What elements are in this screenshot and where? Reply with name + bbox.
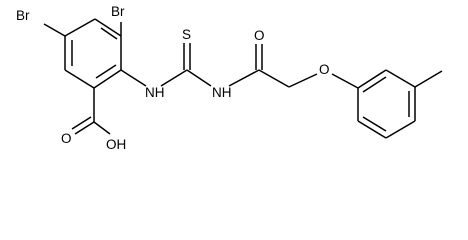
- hydroxyl-label: OH: [106, 137, 126, 152]
- bond: [385, 69, 416, 88]
- bond-c-nh: [120, 69, 147, 87]
- bond-c-o-double-b: [71, 116, 92, 130]
- amine-label-right: NH: [212, 85, 232, 100]
- sulfur-label: S: [182, 27, 191, 42]
- bond: [357, 69, 387, 89]
- bond-c-br-left: [43, 23, 66, 37]
- bond-nh-co: [228, 69, 260, 87]
- bond-cs-nh: [186, 69, 212, 87]
- bromine-label-right: Br: [111, 4, 125, 19]
- bond: [93, 69, 122, 89]
- bond: [64, 18, 96, 37]
- bond-methyl: [414, 70, 443, 88]
- structure-canvas: Br Br NH S NH O O OH O: [16, 4, 443, 152]
- bond-co-ch2: [258, 69, 290, 88]
- bond-ch2-o: [288, 73, 318, 88]
- ether-oxygen-label: O: [319, 62, 330, 77]
- acid-oxygen-label: O: [61, 131, 72, 146]
- amine-label-left: NH: [145, 85, 165, 100]
- bond: [94, 18, 122, 37]
- bond-nh-cs: [160, 69, 188, 87]
- bond-c-o-double-a: [74, 121, 95, 135]
- bond: [64, 69, 95, 89]
- tolyl-ring: [357, 69, 416, 139]
- bond: [95, 64, 117, 79]
- bromine-label-left: Br: [16, 8, 30, 23]
- bond-c-oh: [93, 121, 111, 135]
- bond: [357, 120, 387, 139]
- bond: [362, 76, 387, 93]
- carbonyl-oxygen-label: O: [254, 28, 265, 43]
- bond-o-ring: [331, 73, 359, 89]
- bond: [385, 120, 416, 139]
- bond: [100, 27, 118, 40]
- bond: [362, 116, 387, 132]
- benzoic-ring: [64, 18, 122, 89]
- molecule-diagram: Br Br NH S NH O O OH O: [16, 4, 443, 152]
